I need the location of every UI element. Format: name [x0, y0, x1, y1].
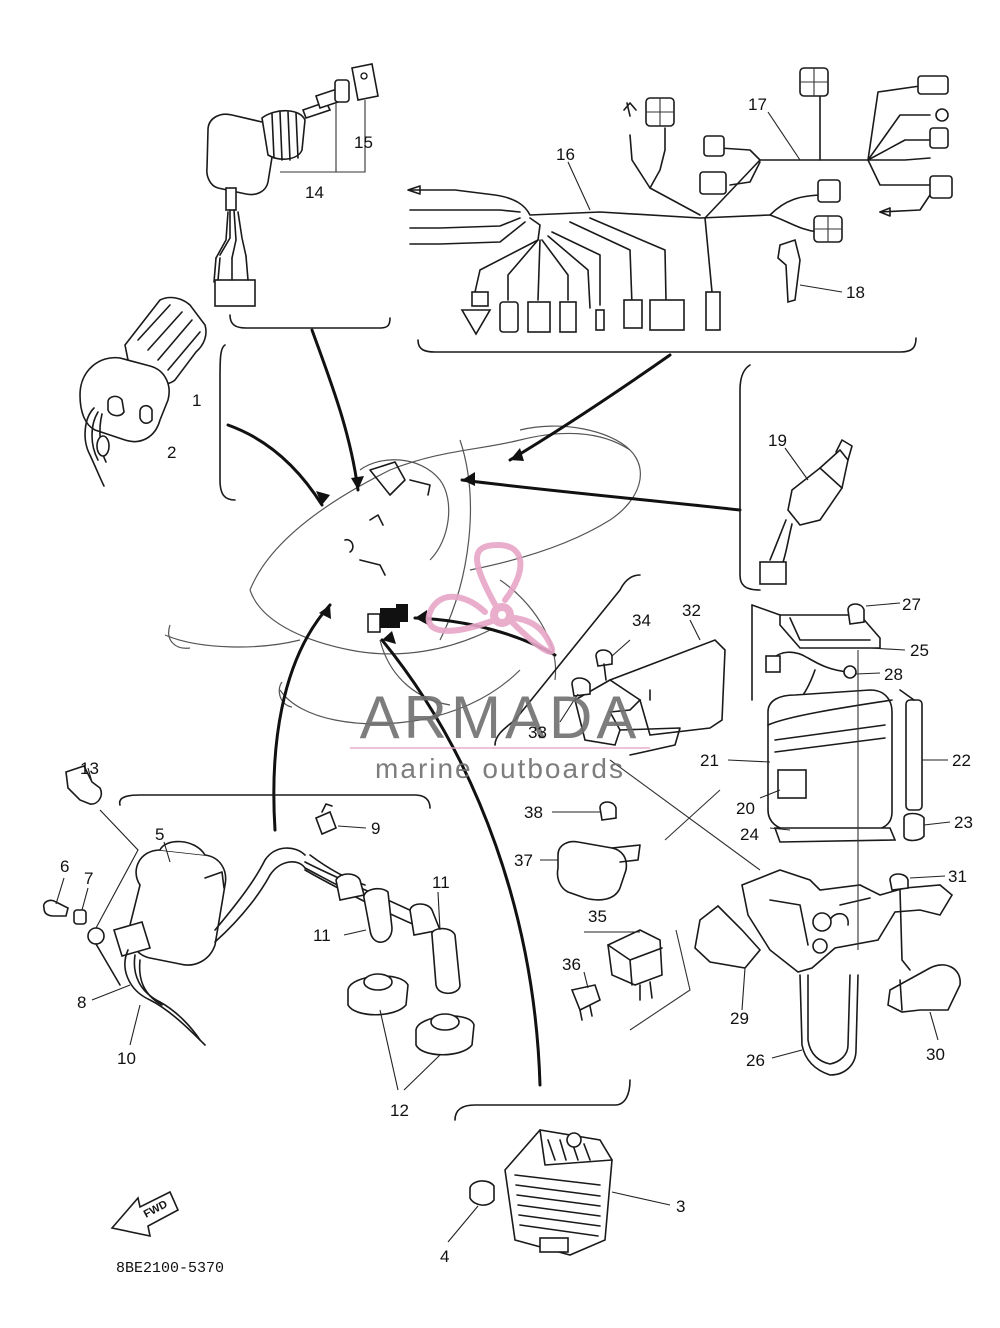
callout-12: 12: [390, 1101, 409, 1120]
callout-31: 31: [948, 867, 967, 886]
callout-32: 32: [682, 601, 701, 620]
callout-15: 15: [354, 133, 373, 152]
callout-labels: 1 2 3 4 5 6 7 8 9 10 11 11 12 13 14 15 1…: [60, 95, 973, 1266]
callout-4: 4: [440, 1247, 449, 1266]
callout-25: 25: [910, 641, 929, 660]
plug-caps-assembly: [304, 803, 475, 1091]
callout-29: 29: [730, 1009, 749, 1028]
callout-11b: 11: [432, 873, 450, 892]
callout-17: 17: [748, 95, 767, 114]
watermark-tagline: marine outboards: [375, 753, 625, 784]
document-number: 8BE2100-5370: [116, 1260, 224, 1277]
pointer-arrows: [226, 328, 742, 1087]
callout-19: 19: [768, 431, 787, 450]
callout-10: 10: [117, 1049, 136, 1068]
callout-20: 20: [736, 799, 755, 818]
callout-9: 9: [371, 819, 380, 838]
part-18-clip: [777, 238, 843, 304]
group-brackets: [118, 314, 917, 1121]
callout-8: 8: [77, 993, 86, 1012]
callout-22: 22: [952, 751, 971, 770]
callout-6: 6: [60, 857, 69, 876]
callout-36: 36: [562, 955, 581, 974]
callout-23: 23: [954, 813, 973, 832]
callout-24: 24: [740, 825, 759, 844]
callout-21: 21: [700, 751, 719, 770]
toggle-switch: [759, 439, 853, 585]
relay-fuse-group: [540, 801, 691, 1031]
callout-38: 38: [524, 803, 543, 822]
callout-26: 26: [746, 1051, 765, 1070]
callout-37: 37: [514, 851, 533, 870]
callout-1: 1: [192, 391, 201, 410]
callout-7: 7: [84, 869, 93, 888]
callout-33: 33: [528, 723, 547, 742]
handlebar-switch-assembly: [79, 296, 207, 487]
callout-18: 18: [846, 283, 865, 302]
main-switch-assembly: [206, 63, 379, 307]
watermark: ARMADA marine outboards: [350, 541, 650, 784]
callout-3: 3: [676, 1197, 685, 1216]
callout-28: 28: [884, 665, 903, 684]
propeller-logo-icon: [425, 541, 556, 655]
callout-5: 5: [155, 825, 164, 844]
callout-34: 34: [632, 611, 651, 630]
rectifier-regulator: [447, 1129, 671, 1256]
fwd-arrow-icon: FWD: [110, 1190, 180, 1238]
fuse-bracket: [559, 619, 761, 871]
callout-27: 27: [902, 595, 921, 614]
callout-11a: 11: [313, 926, 331, 945]
callout-14: 14: [305, 183, 324, 202]
battery-assembly: [694, 602, 961, 1076]
callout-13: 13: [80, 759, 99, 778]
watermark-brand: ARMADA: [360, 684, 641, 751]
callout-16: 16: [556, 145, 575, 164]
callout-2: 2: [167, 443, 176, 462]
callout-30: 30: [926, 1045, 945, 1064]
wire-harness-assembly: [407, 67, 953, 336]
ignition-coil-assembly: [42, 765, 306, 1046]
callout-35: 35: [588, 907, 607, 926]
snowmobile-outline: [164, 425, 641, 725]
